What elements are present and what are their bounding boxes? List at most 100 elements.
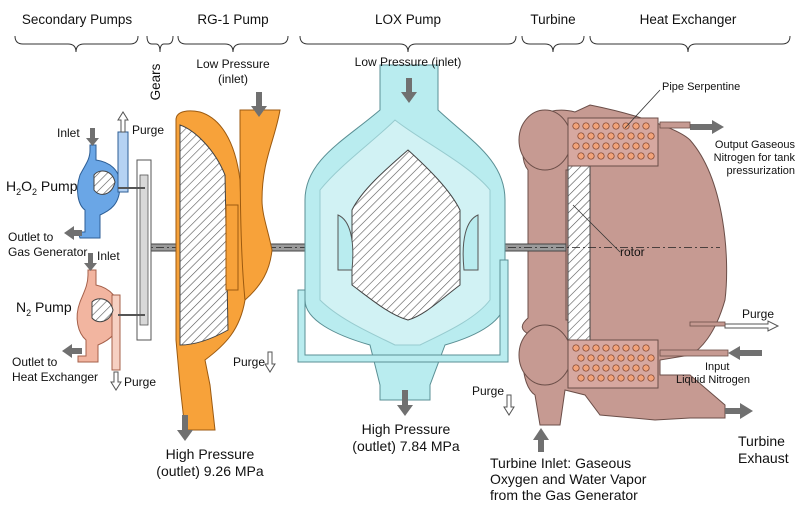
header-gears: Gears [148, 63, 163, 100]
turbine-inlet-label-2: Oxygen and Water Vapor [490, 471, 647, 487]
coil-tube [622, 142, 630, 150]
serpentine-coils [572, 122, 655, 382]
coil-tube [582, 122, 590, 130]
coil-tube [602, 344, 610, 352]
coil-tube [647, 132, 655, 140]
coil-tube [647, 374, 655, 382]
coil-tube [632, 122, 640, 130]
coil-tube [587, 132, 595, 140]
coil-tube [597, 354, 605, 362]
coil-tube [592, 364, 600, 372]
h2o2-outlet-label-1: Outlet to [8, 230, 54, 244]
rg1-low-pressure-label: Low Pressure [196, 57, 270, 71]
header-secondary-pumps: Secondary Pumps [22, 12, 133, 27]
h2o2-inlet-label: Inlet [57, 126, 80, 140]
lox-high-pressure-label: High Pressure [362, 421, 451, 437]
coil-tube [622, 344, 630, 352]
coil-tube [602, 364, 610, 372]
flow-arrows [62, 78, 762, 452]
header-heat-exchanger: Heat Exchanger [640, 12, 737, 27]
h2o2-outlet-label-2: Gas Generator [8, 245, 87, 259]
coil-tube [572, 364, 580, 372]
gears [136, 159, 152, 341]
coil-tube [597, 152, 605, 160]
coil-tube [607, 354, 615, 362]
coil-tube [637, 354, 645, 362]
coil-tube [582, 364, 590, 372]
header-rg1-pump: RG-1 Pump [197, 12, 268, 27]
coil-tube [617, 354, 625, 362]
turbine-exhaust-label-2: Exhaust [738, 450, 789, 466]
coil-tube [587, 152, 595, 160]
coil-tube [637, 152, 645, 160]
coil-tube [582, 142, 590, 150]
pipe-serpentine-label: Pipe Serpentine [662, 81, 740, 93]
rg1-seal [225, 204, 239, 291]
h2o2-pump-label: H2O2 Pump [6, 178, 78, 197]
n2-purge-label: Purge [124, 375, 156, 389]
coil-tube [572, 122, 580, 130]
coil-tube [627, 152, 635, 160]
coil-tube [647, 354, 655, 362]
header-turbine: Turbine [530, 12, 575, 27]
coil-tube [597, 374, 605, 382]
coil-tube [642, 344, 650, 352]
header-braces [14, 35, 791, 53]
lox-low-pressure-label: Low Pressure (inlet) [355, 55, 462, 69]
coil-tube [617, 374, 625, 382]
coil-tube [627, 354, 635, 362]
coil-tube [612, 122, 620, 130]
hx-purge-label: Purge [742, 307, 774, 321]
coil-tube [607, 374, 615, 382]
coil-tube [612, 364, 620, 372]
rg1-high-pressure-label: High Pressure [166, 446, 255, 462]
h2o2-purge-label: Purge [132, 123, 164, 137]
coil-tube [602, 142, 610, 150]
coil-tube [637, 132, 645, 140]
coil-tube [622, 364, 630, 372]
coil-tube [642, 364, 650, 372]
turbine-exhaust-label-1: Turbine [738, 433, 785, 449]
h2o2-pump [77, 131, 129, 239]
coil-tube [577, 132, 585, 140]
rg1-outlet-label: (outlet) 9.26 MPa [156, 463, 264, 479]
coil-tube [627, 374, 635, 382]
coil-tube [627, 132, 635, 140]
purge-arrows [110, 111, 780, 416]
coil-tube [632, 142, 640, 150]
coil-tube [582, 344, 590, 352]
coil-tube [587, 374, 595, 382]
coil-tube [642, 142, 650, 150]
coil-tube [602, 122, 610, 130]
turbine-inlet-label-3: from the Gas Generator [490, 487, 638, 503]
rg1-purge-label: Purge [233, 355, 265, 369]
n2-inlet-label: Inlet [97, 249, 120, 263]
lox-impeller [351, 149, 461, 321]
coil-tube [592, 142, 600, 150]
coil-tube [607, 152, 615, 160]
coil-tube [577, 152, 585, 160]
lox-purge-label: Purge [472, 384, 504, 398]
lox-outlet-label: (outlet) 7.84 MPa [352, 438, 460, 454]
header-lox-pump: LOX Pump [375, 12, 441, 27]
coil-tube [577, 354, 585, 362]
coil-tube [622, 122, 630, 130]
hx-output-label-3: pressurization [727, 165, 795, 177]
coil-tube [597, 132, 605, 140]
rotor-label: rotor [620, 245, 645, 259]
hx-output-label-1: Output Gaseous [715, 139, 796, 151]
coil-tube [632, 364, 640, 372]
lox-inducer-blades [337, 214, 479, 271]
coil-tube [572, 142, 580, 150]
coil-tube [617, 132, 625, 140]
rg1-inlet-label: (inlet) [218, 72, 248, 86]
coil-tube [577, 374, 585, 382]
coil-tube [632, 344, 640, 352]
n2-outlet-label-1: Outlet to [12, 355, 58, 369]
n2-pump [76, 269, 121, 371]
coil-tube [612, 344, 620, 352]
coil-tube [607, 132, 615, 140]
coil-tube [617, 152, 625, 160]
hx-output-label-2: Nitrogen for tank [714, 152, 796, 164]
